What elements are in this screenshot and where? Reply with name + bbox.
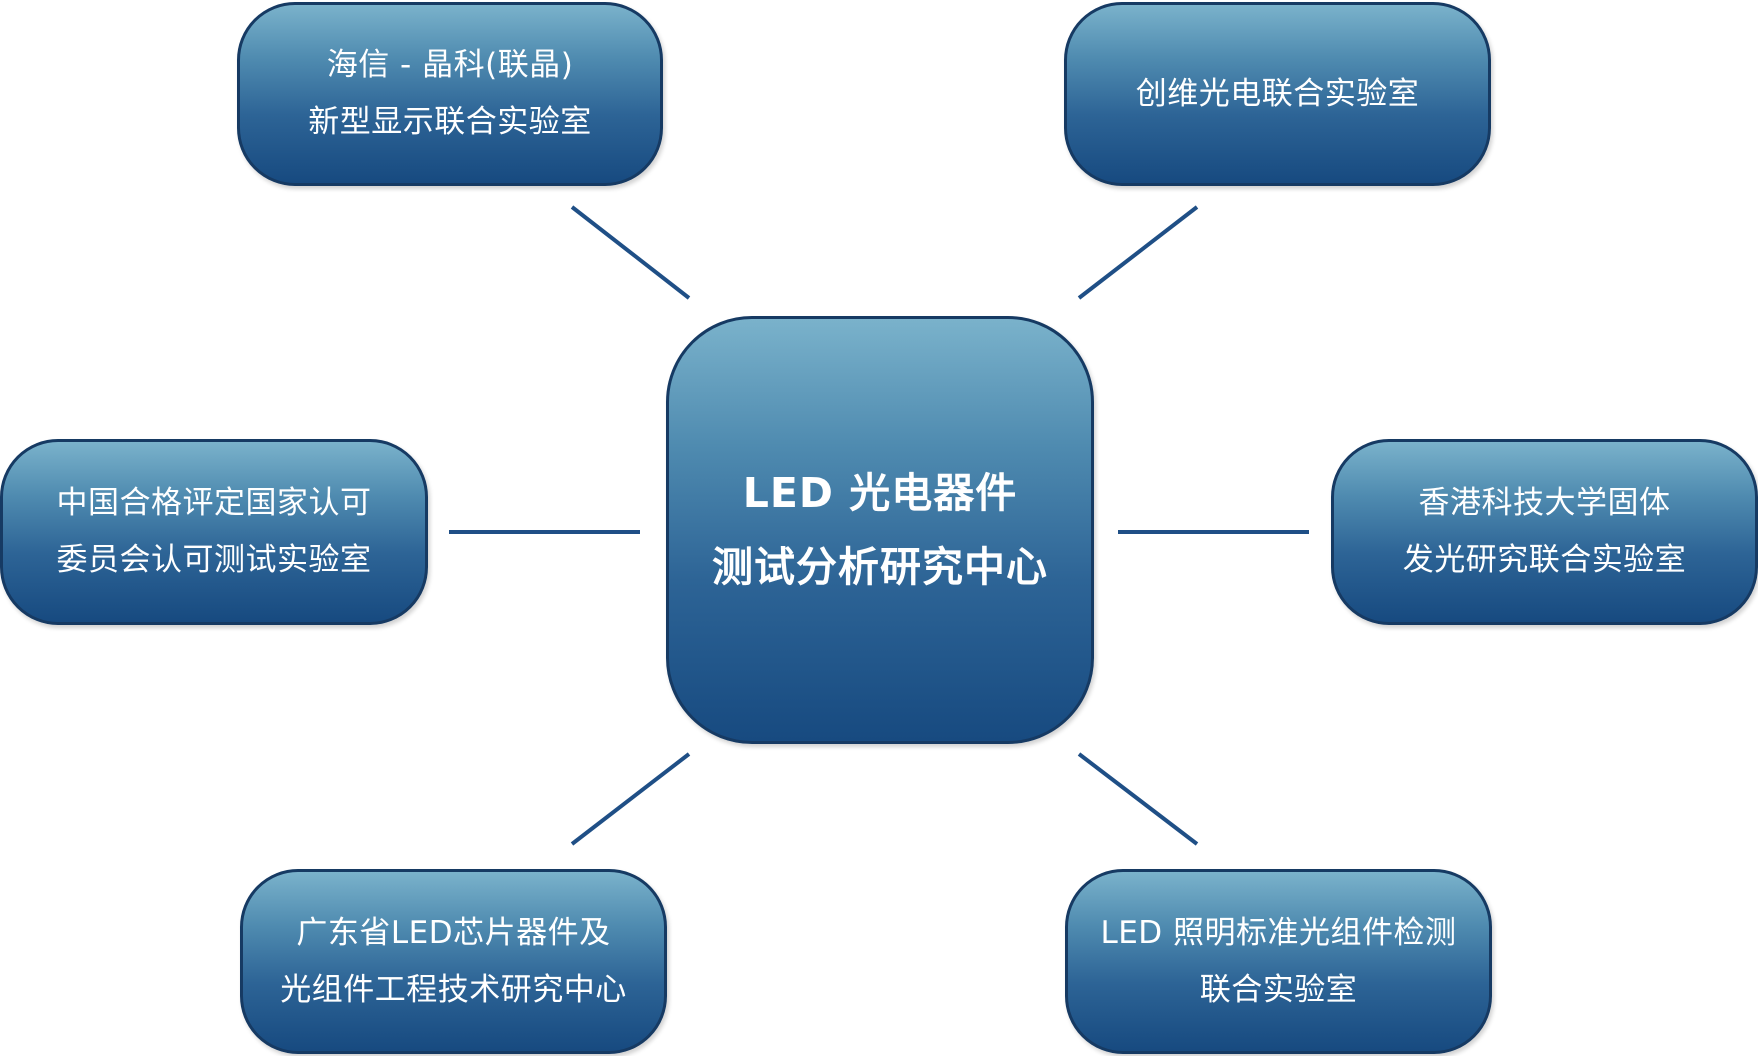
center-node-line-2: 测试分析研究中心 (712, 543, 1048, 591)
node-cnas-lab-line-1: 中国合格评定国家认可 (56, 485, 372, 521)
connector-top-left (570, 205, 691, 300)
node-skyworth-lab: 创维光电联合实验室 (1064, 2, 1491, 186)
node-cnas-lab: 中国合格评定国家认可 委员会认可测试实验室 (0, 439, 428, 625)
node-hisense-jingke-lab: 海信 - 晶科(联晶) 新型显示联合实验室 (237, 2, 663, 186)
node-guangdong-engineering-center-line-1: 广东省LED芯片器件及 (296, 914, 611, 951)
node-hkust-lab-line-1: 香港科技大学固体 (1418, 485, 1671, 521)
node-led-lighting-standard-lab: LED 照明标准光组件检测 联合实验室 (1065, 869, 1492, 1054)
node-led-lighting-standard-lab-line-1: LED 照明标准光组件检测 (1100, 914, 1457, 951)
node-guangdong-engineering-center: 广东省LED芯片器件及 光组件工程技术研究中心 (240, 869, 667, 1054)
node-skyworth-lab-line-1: 创维光电联合实验室 (1135, 75, 1420, 112)
node-hkust-lab-line-2: 发光研究联合实验室 (1402, 542, 1687, 578)
node-cnas-lab-line-2: 委员会认可测试实验室 (56, 542, 372, 578)
connector-top-right (1077, 205, 1199, 300)
node-hisense-jingke-lab-line-2: 新型显示联合实验室 (308, 104, 592, 140)
connector-bottom-left (570, 752, 691, 846)
node-led-lighting-standard-lab-line-2: 联合实验室 (1199, 971, 1358, 1008)
center-node: LED 光电器件 测试分析研究中心 (666, 316, 1094, 744)
node-hkust-lab: 香港科技大学固体 发光研究联合实验室 (1331, 439, 1758, 625)
node-guangdong-engineering-center-line-2: 光组件工程技术研究中心 (280, 971, 627, 1008)
node-hisense-jingke-lab-line-1: 海信 - 晶科(联晶) (326, 47, 574, 83)
center-node-line-1: LED 光电器件 (742, 469, 1018, 517)
connector-bottom-right (1077, 752, 1199, 846)
